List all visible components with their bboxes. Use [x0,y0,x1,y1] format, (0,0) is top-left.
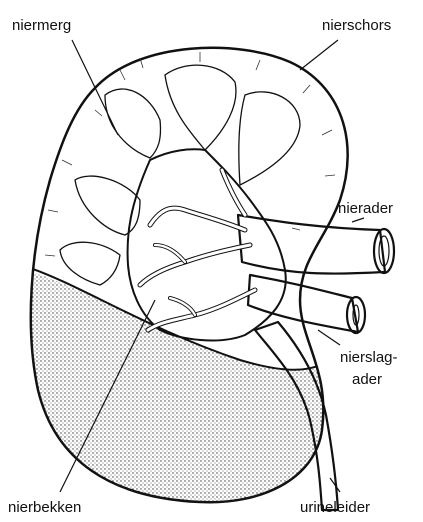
label-nierbekken: nierbekken [8,499,81,516]
label-urineleider: urineleider [300,499,370,516]
renal-pyramids [60,65,300,285]
leader-nierschors [300,40,338,70]
renal-vessel-branches [140,170,255,330]
label-nierslagader-line1: nierslag- [340,349,398,366]
renal-artery [248,275,365,333]
label-nierschors: nierschors [322,17,391,34]
label-niermerg: niermerg [12,17,71,34]
leader-nierader [352,218,364,222]
cortex-striations [45,52,335,256]
leader-niermerg [72,40,118,135]
renal-vein [238,215,394,274]
leader-nierslagader [318,330,340,345]
label-nierslagader-line2: ader [352,371,382,388]
label-nierader: nierader [338,200,393,217]
